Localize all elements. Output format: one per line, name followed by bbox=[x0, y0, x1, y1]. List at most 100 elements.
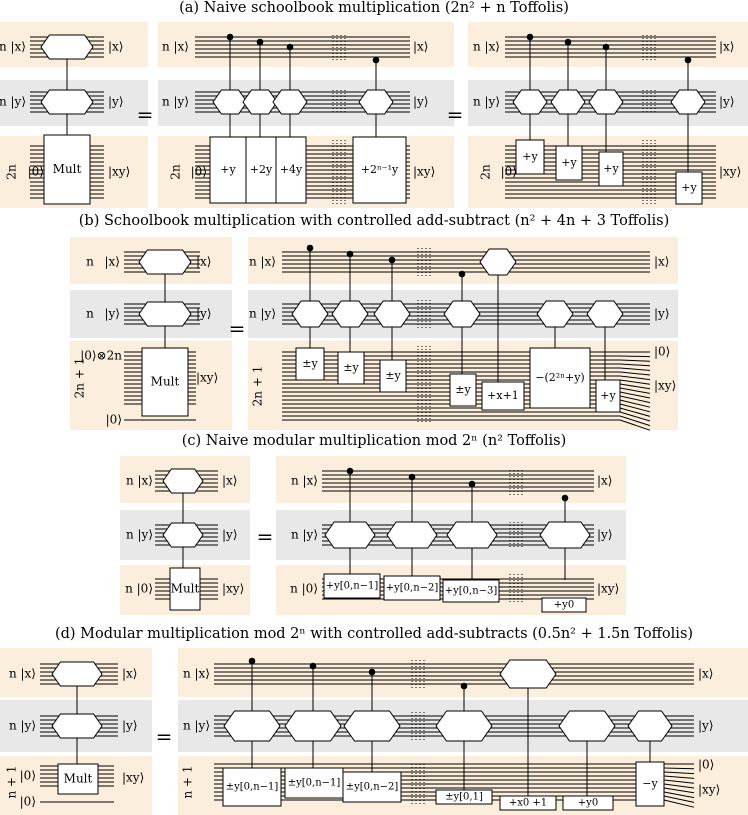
equals-sign: = bbox=[257, 525, 274, 549]
label-xy-out: |xy⟩ bbox=[196, 371, 218, 385]
label-x-out: |x⟩ bbox=[719, 40, 735, 54]
addsub-box bbox=[284, 767, 344, 799]
register-wire bbox=[619, 395, 651, 404]
hexagon-gate bbox=[162, 468, 204, 494]
hexagon-gate bbox=[291, 300, 329, 328]
register-wire bbox=[663, 799, 695, 808]
hexagon-gate bbox=[588, 89, 624, 115]
label-n-y: n |y⟩ bbox=[473, 95, 500, 109]
label-n-y: n |y⟩ bbox=[9, 719, 36, 733]
label-x-out: |x⟩ bbox=[108, 40, 124, 54]
label-n-y: n |y⟩ bbox=[183, 719, 210, 733]
register-wire bbox=[619, 383, 651, 390]
control-dot bbox=[346, 467, 354, 475]
hexagon-gate bbox=[331, 300, 369, 328]
hexagon-gate bbox=[479, 248, 517, 276]
register-wire bbox=[619, 355, 651, 358]
hexagon-gate bbox=[627, 710, 673, 742]
label-zero: |0⟩ bbox=[20, 769, 36, 783]
adder-box bbox=[442, 579, 500, 603]
label-y-out: |y⟩ bbox=[413, 95, 429, 109]
hexagon-gate bbox=[586, 300, 624, 328]
addsub-box-label: ±y[0,n−1] bbox=[288, 778, 341, 789]
adder-box bbox=[275, 136, 307, 204]
hexagon-gate bbox=[558, 710, 616, 742]
label-zero-out: |0⟩ bbox=[698, 758, 714, 772]
register-wire bbox=[619, 419, 651, 431]
adder-box bbox=[209, 136, 247, 204]
label-y-out: |y⟩ bbox=[196, 307, 212, 321]
hexagon-gate bbox=[539, 521, 591, 549]
label-n-zero: n |0⟩ bbox=[125, 582, 153, 596]
adder-box bbox=[562, 795, 614, 811]
adder-box-label: +4y bbox=[280, 163, 303, 176]
control-dot bbox=[602, 43, 610, 51]
subtract-box-label: −(2²ⁿ+y) bbox=[535, 371, 584, 384]
register-wire bbox=[663, 795, 695, 803]
label-zero: |0⟩ bbox=[501, 165, 517, 179]
label-zero: |0⟩ bbox=[191, 165, 207, 179]
register-wire bbox=[663, 791, 695, 799]
label-y-out: |y⟩ bbox=[719, 95, 735, 109]
addsub-box bbox=[449, 373, 477, 407]
mult-box-label: Mult bbox=[53, 162, 82, 176]
addsub-box bbox=[295, 347, 325, 381]
label-xy-out: |xy⟩ bbox=[122, 771, 144, 785]
caption-c: (c) Naive modular multiplication mod 2ⁿ … bbox=[181, 433, 567, 449]
hexagon-gate bbox=[223, 710, 281, 742]
hexagon-gate bbox=[343, 710, 401, 742]
equals-sign: = bbox=[229, 317, 246, 341]
label-y-out: |y⟩ bbox=[222, 528, 238, 542]
adder-box bbox=[481, 381, 525, 411]
register-wire bbox=[619, 387, 651, 394]
label-x-out: |x⟩ bbox=[654, 255, 670, 269]
control-dot bbox=[526, 33, 534, 41]
adder-box bbox=[675, 171, 703, 205]
adder-box-label: +y bbox=[561, 156, 577, 169]
hexagon-gate bbox=[51, 661, 103, 687]
label-n-y: n |y⟩ bbox=[162, 95, 189, 109]
hexagon-gate bbox=[324, 521, 376, 549]
adder-box bbox=[595, 379, 621, 413]
adder-box-label: +x+1 bbox=[487, 389, 519, 402]
label-zero: |0⟩ bbox=[28, 165, 44, 179]
adder-box bbox=[541, 597, 587, 613]
adder-box-label: +2ⁿ⁻¹y bbox=[361, 163, 399, 176]
label-xy-out: |xy⟩ bbox=[719, 165, 741, 179]
label-2n-plus-1: 2n + 1 bbox=[73, 358, 87, 399]
label-n-x: n |x⟩ bbox=[291, 474, 318, 488]
register-wire bbox=[619, 379, 651, 385]
label-ancilla: |0⟩ bbox=[20, 795, 36, 809]
addsub-box-label: ±y bbox=[455, 383, 471, 396]
label-2n: 2n bbox=[169, 164, 183, 180]
subtract-box bbox=[635, 761, 665, 807]
addsub-box bbox=[337, 351, 365, 385]
adder-box-label: +y bbox=[522, 150, 538, 163]
register-wire bbox=[619, 411, 651, 422]
caption-a: (a) Naive schoolbook multiplication (2n²… bbox=[179, 0, 569, 16]
label-n-plus-1: n + 1 bbox=[5, 765, 19, 798]
label-x-out: |x⟩ bbox=[122, 667, 138, 681]
control-dot bbox=[388, 256, 396, 264]
register-wire bbox=[619, 371, 651, 376]
control-dot bbox=[226, 33, 234, 41]
control-dot bbox=[684, 56, 692, 64]
register-wire bbox=[663, 775, 695, 779]
label-n-x: n |x⟩ bbox=[126, 474, 153, 488]
label-y-out: |y⟩ bbox=[654, 307, 670, 321]
label-n-x: n |x⟩ bbox=[0, 40, 26, 54]
label-x-out: |x⟩ bbox=[196, 255, 212, 269]
control-dot bbox=[256, 38, 264, 46]
label-zero-out: |0⟩ bbox=[654, 345, 670, 359]
register-wire bbox=[663, 767, 695, 770]
caption-d: (d) Modular multiplication mod 2ⁿ with c… bbox=[54, 626, 694, 642]
control-dot bbox=[460, 682, 468, 690]
caption-b: (b) Schoolbook multiplication with contr… bbox=[78, 213, 670, 229]
mult-box bbox=[141, 347, 189, 417]
label-x-out: |x⟩ bbox=[222, 474, 238, 488]
addsub-box-label: ±y bbox=[343, 361, 359, 374]
mult-box-label: Mult bbox=[64, 772, 93, 786]
equals-sign: = bbox=[137, 103, 154, 127]
label-n-x: n |x⟩ bbox=[473, 40, 500, 54]
